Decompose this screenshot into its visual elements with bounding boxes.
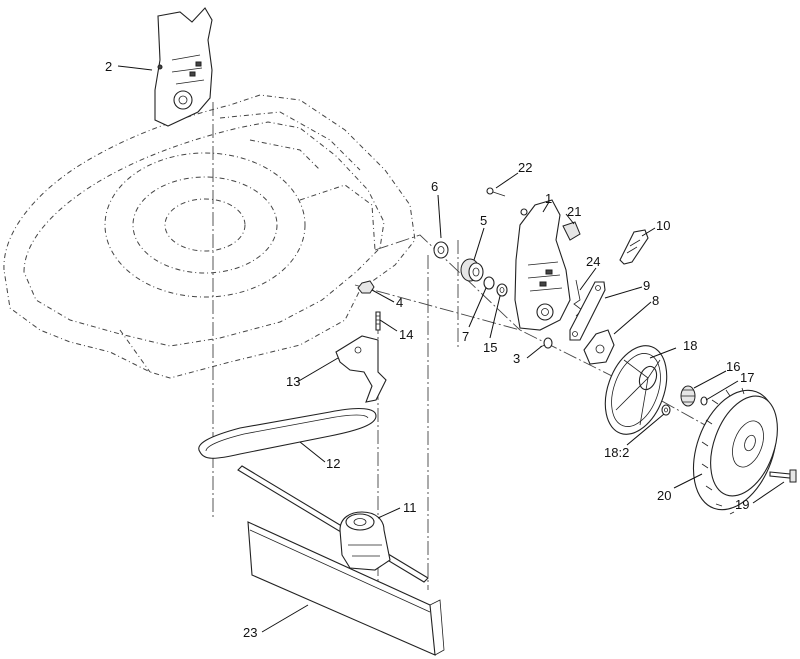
part-10-handle-grip [619,229,649,265]
assembly-centerlines [212,102,751,590]
callout-21: 21 [567,204,581,219]
part-11-transmission [237,465,429,583]
callout-labels: 2 22 6 1 21 10 5 24 9 4 8 7 15 14 3 18 1… [105,59,754,640]
callout-9: 9 [643,278,650,293]
part-6-bushing [433,241,449,259]
part-21-knob [562,221,581,241]
part-17-small-washer [700,396,708,406]
part-13-mounting-bracket [335,335,387,403]
part-12-drive-belt [198,407,377,459]
callout-20: 20 [657,488,671,503]
callout-14: 14 [399,327,413,342]
part-19-wheel-bolt [769,469,797,483]
callout-16: 16 [726,359,740,374]
part-16-pinion-gear [680,385,696,407]
part-2-height-bracket-left [154,7,213,127]
callout-4: 4 [396,295,403,310]
callout-7: 7 [462,329,469,344]
part-8-pivot-arm [583,329,615,365]
callout-19: 19 [735,497,749,512]
part-1-height-bracket-right [514,199,571,331]
callout-23: 23 [243,625,257,640]
part-22-screw [486,187,506,197]
callout-3: 3 [513,351,520,366]
callout-18: 18 [683,338,697,353]
part-18-2-washer [661,404,671,416]
part-3-bolt [539,337,553,349]
part-7-washer [483,276,495,290]
callout-10: 10 [656,218,670,233]
callout-2: 2 [105,59,112,74]
callout-1: 1 [545,191,552,206]
part-4-nut [357,280,375,294]
callout-8: 8 [652,293,659,308]
part-5-bearing [460,258,484,282]
part-23-rear-shield [247,521,445,656]
callout-24: 24 [586,254,600,269]
callout-6: 6 [431,179,438,194]
callout-5: 5 [480,213,487,228]
part-18-hub-gear [604,345,668,435]
mower-deck-outline [3,94,416,379]
callout-13: 13 [286,374,300,389]
callout-18-2: 18:2 [604,445,629,460]
callout-22: 22 [518,160,532,175]
callout-17: 17 [740,370,754,385]
leader-lines [117,65,785,633]
callout-11: 11 [403,500,417,515]
part-9-link [569,281,606,341]
callout-12: 12 [326,456,340,471]
part-20-wheel [692,387,778,515]
part-15-spacer [496,283,508,297]
part-14-pin [375,311,381,331]
callout-15: 15 [483,340,497,355]
